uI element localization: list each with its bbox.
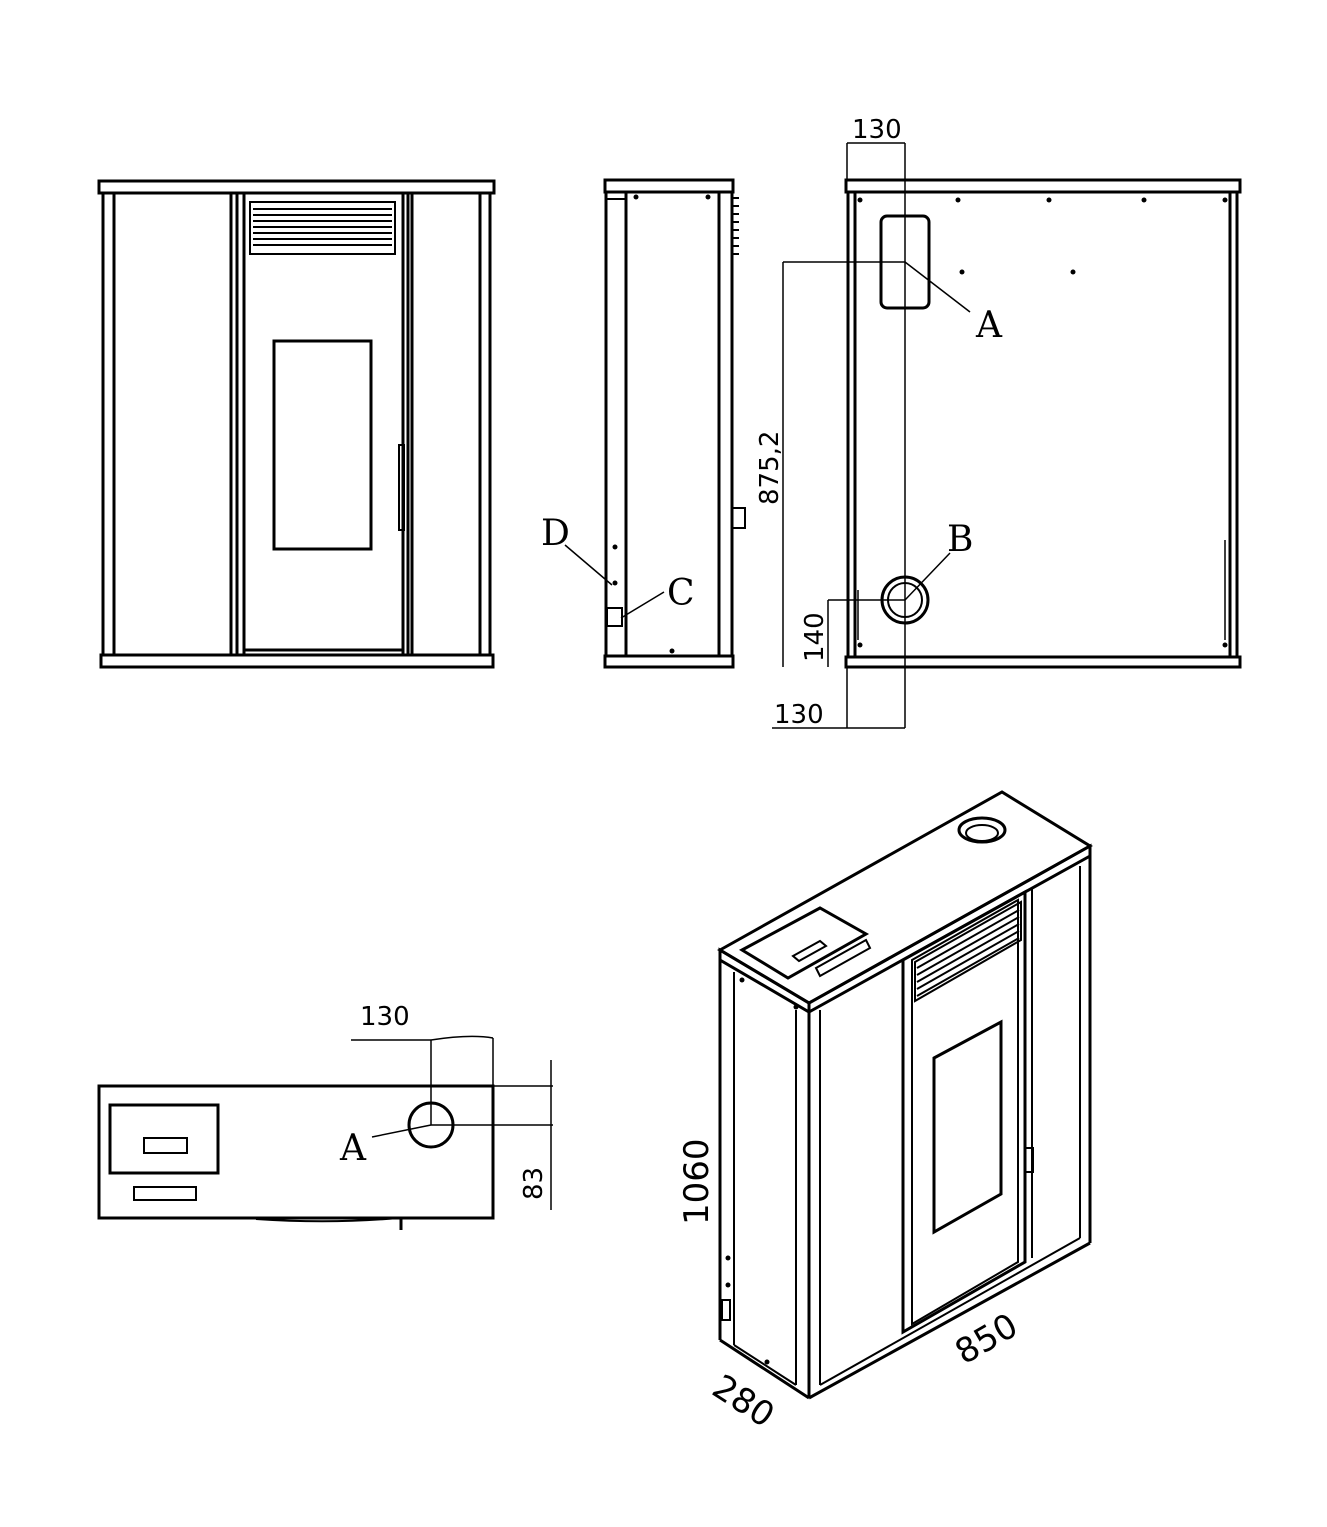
dim-flue-height: 140	[800, 612, 830, 662]
back-view: 130 875,2 140 130 A B	[755, 115, 1242, 730]
dim-plan-offset: 130	[360, 1002, 410, 1032]
dim-height-to-flue: 875,2	[755, 431, 785, 505]
side-socket-c	[606, 607, 623, 627]
front-window	[272, 339, 373, 551]
side-view: D C	[541, 178, 746, 669]
dim-plan-depth: 83	[519, 1167, 549, 1200]
isometric-view: 1060 280 850	[677, 790, 1093, 1436]
iso-control-panel	[738, 906, 870, 980]
dim-total-height: 1060	[677, 1138, 717, 1225]
label-a-back: A	[975, 305, 1003, 346]
plan-view: 130 83 A	[97, 1002, 553, 1230]
iso-grille	[914, 900, 1022, 1003]
label-c: C	[667, 573, 695, 614]
label-d: D	[541, 513, 570, 554]
label-a-plan: A	[339, 1128, 367, 1169]
front-handle	[398, 444, 405, 531]
dim-flue-offset: 130	[774, 700, 824, 730]
iso-window	[932, 1019, 1003, 1235]
dim-side-top-offset: 130	[852, 115, 902, 145]
front-grille	[249, 201, 396, 255]
front-view	[97, 179, 496, 669]
label-b-back: B	[947, 519, 973, 560]
plan-control-panel	[108, 1103, 220, 1175]
dim-depth: 280	[705, 1367, 781, 1436]
